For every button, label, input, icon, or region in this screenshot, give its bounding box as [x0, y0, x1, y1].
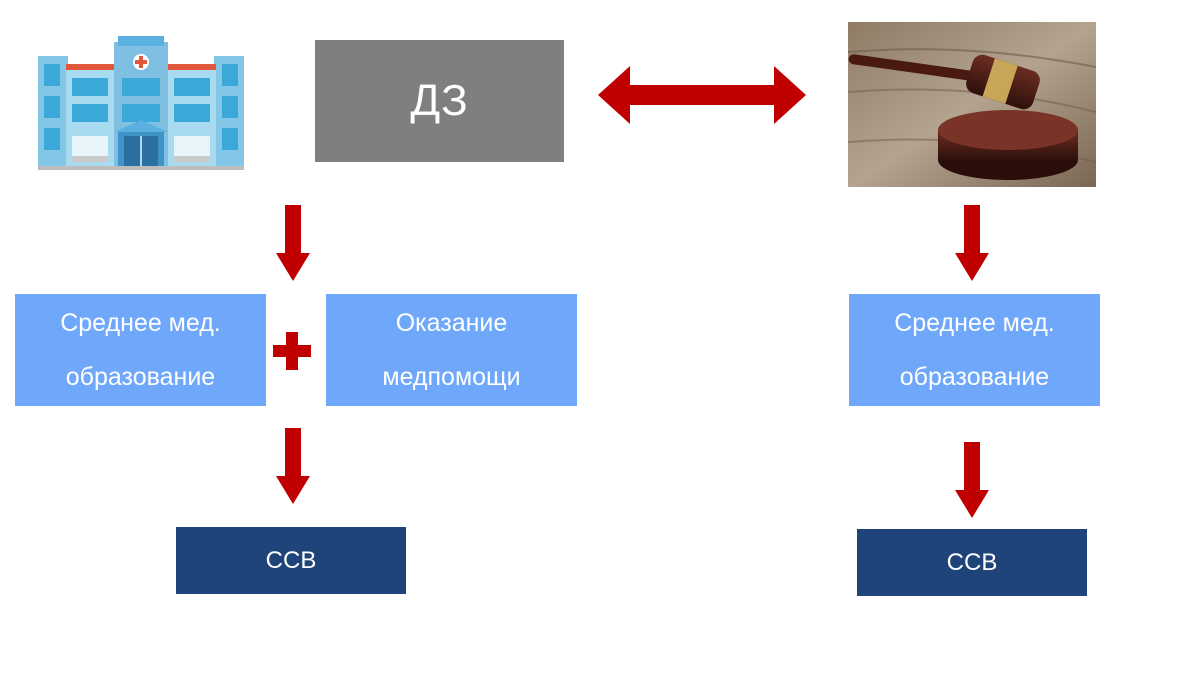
right-result-box: ССВ — [857, 529, 1087, 596]
right-education-line1: Среднее мед. — [894, 309, 1055, 337]
plus-icon: + — [273, 332, 311, 370]
double-arrow-icon — [598, 66, 806, 124]
right-education-box: Среднее мед. образование — [849, 294, 1100, 406]
right-result-label: ССВ — [946, 548, 998, 576]
gavel-photo — [848, 22, 1096, 187]
down-arrow-icon — [955, 205, 989, 281]
dz-label: ДЗ — [410, 76, 469, 125]
left-result-box: ССВ — [176, 527, 406, 594]
medical-care-line2: медпомощи — [382, 363, 521, 391]
right-education-line2: образование — [899, 363, 1050, 391]
down-arrow-icon — [276, 428, 310, 504]
medical-care-box: Оказание медпомощи — [326, 294, 577, 406]
dz-box: ДЗ — [315, 40, 564, 162]
medical-care-line1: Оказание — [395, 309, 508, 337]
hospital-icon — [38, 36, 244, 170]
down-arrow-icon — [955, 442, 989, 518]
left-education-box: Среднее мед. образование — [15, 294, 266, 406]
left-result-label: ССВ — [265, 546, 317, 574]
left-education-line1: Среднее мед. — [60, 309, 221, 337]
down-arrow-icon — [276, 205, 310, 281]
left-education-line2: образование — [65, 363, 216, 391]
